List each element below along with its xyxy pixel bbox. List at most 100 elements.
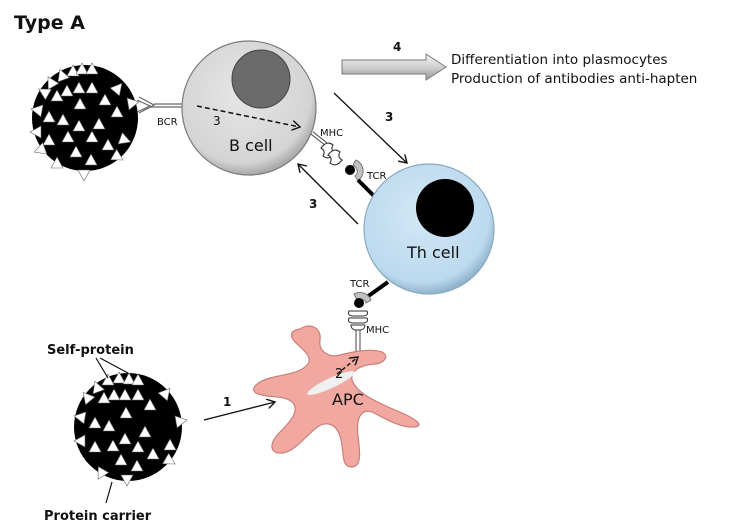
step-3-to-b-label: 3 [309, 197, 317, 211]
hapten-triangle [118, 432, 132, 445]
self-protein-label: Self-protein [47, 343, 134, 358]
step-3-internal-label: 3 [213, 114, 221, 128]
hapten-triangle [92, 380, 105, 395]
internalization-arrow [196, 105, 300, 127]
hapten-triangle [73, 434, 86, 448]
apc-body [253, 325, 420, 468]
tcr-apc-interface [353, 280, 390, 308]
hapten-triangle [57, 68, 70, 83]
hapten-triangle [114, 453, 128, 466]
hapten-triangle [85, 130, 99, 143]
hapten-triangle [163, 438, 177, 451]
hapten-triangle [131, 440, 145, 453]
hapten-triangle [42, 133, 56, 146]
hapten-triangle [72, 119, 86, 132]
mhc-apc [347, 310, 369, 352]
hapten-triangle [72, 81, 86, 94]
bcr-label: BCR [157, 117, 178, 128]
b-cell-label: B cell [229, 136, 273, 155]
hapten-triangle [85, 62, 99, 75]
hapten-triangle [110, 148, 124, 161]
hapten-triangle [29, 125, 42, 139]
hapten-triangle [88, 416, 102, 429]
th-cell-label: Th cell [406, 243, 460, 262]
mhc-b-cell-label: MHC [320, 128, 343, 139]
hapten-triangle [102, 419, 116, 432]
differentiation-arrow [341, 53, 447, 81]
hapten-triangles-bottom [73, 371, 188, 487]
protein-carrier-label: Protein carrier [44, 509, 152, 524]
hapten-triangle [56, 113, 70, 126]
hapten-triangle [101, 373, 115, 386]
hapten-triangle [30, 104, 44, 118]
self-protein-pointer-1 [95, 357, 109, 379]
arrow-uptake [203, 402, 275, 421]
hapten-triangle [85, 81, 99, 94]
b-cell-nucleus [231, 49, 291, 109]
self-protein-pointer-2 [99, 357, 129, 374]
outcome-line-1: Differentiation into plasmocytes [451, 52, 668, 68]
hapten-triangle [88, 440, 102, 453]
hapten-triangle [118, 388, 132, 401]
hapten-triangle [33, 142, 48, 155]
hapten-triangle [98, 93, 112, 106]
hapten-triangle [61, 130, 75, 143]
b-cell: 3 B cell [181, 40, 317, 176]
hapten-triangle [109, 82, 123, 97]
hapten-triangle [162, 452, 176, 465]
hapten-carrier-particle-top [29, 62, 140, 182]
hapten-triangle [138, 425, 152, 438]
hapten-triangle [130, 459, 144, 472]
th-cell-nucleus [416, 179, 474, 237]
carrier-sphere [32, 65, 138, 171]
bcr-receptor [136, 96, 183, 114]
protein-carrier-pointer [105, 481, 113, 504]
hapten-triangle [50, 156, 64, 169]
hapten-triangle [97, 466, 110, 480]
hapten-triangle [92, 117, 106, 130]
diagram-title: Type A [14, 12, 85, 34]
hapten-triangle [66, 64, 80, 77]
hapten-triangle [112, 371, 126, 384]
step-3-to-th-label: 3 [385, 110, 393, 124]
hapten-triangle [131, 388, 145, 401]
hapten-triangle [97, 391, 111, 404]
hapten-triangle [107, 388, 121, 401]
hapten-triangle [106, 439, 120, 452]
hapten-triangle [82, 391, 96, 406]
hapten-triangle [131, 373, 145, 386]
apc-cell: 2 APC [253, 325, 420, 468]
arrow-th-to-b [298, 164, 359, 225]
hapten-triangle [122, 372, 136, 385]
outcome-line-2: Production of antibodies anti-hapten [451, 71, 697, 87]
tcr-b-cell-label: TCR [366, 171, 387, 182]
hapten-triangle [69, 145, 83, 158]
processing-arrow [336, 357, 358, 375]
hapten-triangle [73, 97, 87, 110]
hapten-triangles [29, 62, 140, 182]
hapten-triangle [126, 97, 140, 111]
hapten-triangle [120, 474, 134, 487]
hapten-triangle [117, 132, 132, 145]
mhc-apc-label: MHC [366, 325, 389, 336]
hapten-triangle [60, 84, 74, 97]
hapten-triangle [84, 153, 98, 166]
hapten-triangle [110, 105, 124, 118]
hapten-triangle [75, 62, 89, 75]
hapten-triangle [101, 138, 115, 151]
hapten-triangle [38, 88, 52, 101]
hapten-triangle [77, 169, 91, 182]
apc-vesicle [307, 371, 355, 395]
step-1-label: 1 [223, 395, 231, 409]
peptide-dot-apc [354, 298, 364, 308]
step-2-label: 2 [335, 367, 343, 382]
step-4-label: 4 [393, 40, 401, 54]
hapten-triangle [47, 76, 60, 90]
hapten-triangle [157, 387, 171, 402]
tcr-apc-label: TCR [349, 279, 370, 290]
th-cell: Th cell [363, 163, 495, 295]
arrow-b-to-th [333, 92, 407, 163]
hapten-triangle [143, 398, 157, 411]
hapten-triangle [119, 406, 133, 419]
